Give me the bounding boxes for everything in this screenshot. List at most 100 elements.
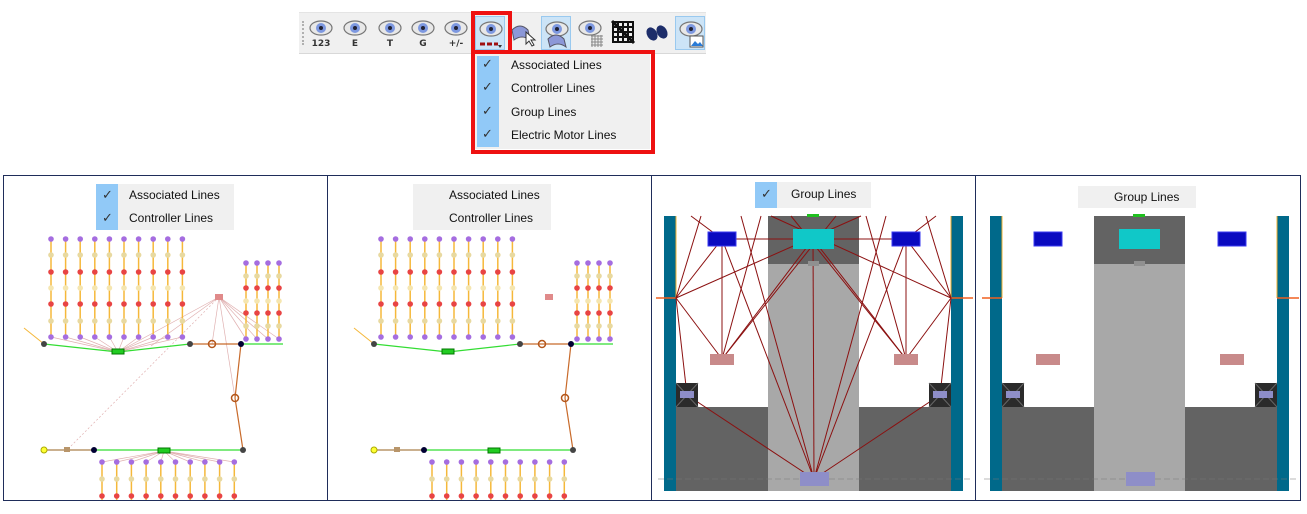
panel-group-lines-off: Group Lines — [975, 175, 1301, 501]
device-node — [465, 318, 472, 324]
device-node — [135, 301, 142, 307]
show-t-button[interactable]: T — [375, 16, 405, 50]
show-e-button[interactable]: E — [340, 16, 370, 50]
check-icon: ✓ — [482, 103, 493, 118]
device-node — [407, 252, 414, 258]
associated-line — [218, 296, 280, 340]
show-surface-button[interactable] — [541, 16, 571, 50]
device-node — [443, 493, 450, 499]
device-node — [135, 236, 142, 242]
controller-box — [894, 354, 918, 365]
device-node — [517, 493, 523, 499]
device-node — [495, 334, 501, 340]
device-node — [92, 236, 98, 242]
breaker-icon — [560, 393, 570, 403]
show-g-button[interactable]: G — [408, 16, 438, 50]
button-subscript: T — [387, 39, 394, 49]
menu-item-group-lines[interactable]: ✓Group Lines — [482, 103, 577, 119]
device-node — [172, 493, 179, 499]
device-node — [77, 269, 83, 275]
group-line — [813, 215, 887, 480]
device-node — [77, 334, 83, 340]
device-node — [165, 252, 171, 258]
wall-right — [951, 216, 963, 491]
marker — [808, 261, 819, 266]
device-node — [265, 298, 271, 304]
menu-item-electric-motor-lines[interactable]: ✓Electric Motor Lines — [482, 126, 617, 142]
device-node — [128, 459, 135, 465]
device-node — [465, 285, 472, 291]
device-node — [509, 252, 516, 258]
device-node — [407, 334, 414, 340]
device-node — [179, 269, 186, 275]
eye-icon — [444, 20, 468, 36]
device-node — [509, 318, 516, 324]
device-node — [62, 252, 69, 258]
device-node — [574, 285, 580, 291]
button-subscript: +/- — [449, 39, 464, 49]
device-node — [179, 301, 186, 307]
transformer-icon — [487, 447, 501, 454]
show-plus-minus-button[interactable]: +/- — [441, 16, 471, 50]
group-line — [925, 215, 952, 299]
show-numbers-button[interactable]: 123 — [306, 16, 336, 50]
feeder-line — [353, 327, 375, 345]
device-node — [546, 459, 553, 465]
show-grid-button[interactable] — [575, 16, 605, 50]
device-node — [150, 236, 156, 242]
device-node — [165, 334, 171, 340]
find-binoculars-button[interactable] — [642, 16, 672, 50]
panel-associated-controller-on: ✓Associated Lines ✓Controller Lines — [3, 175, 328, 501]
group-line — [721, 215, 762, 360]
device-node — [585, 336, 591, 342]
group-line — [740, 215, 815, 480]
device-node — [254, 273, 260, 279]
device-node — [77, 318, 83, 324]
eye-icon — [479, 21, 503, 37]
floor-plan-diagram — [982, 214, 1299, 491]
transformer-icon — [441, 348, 455, 355]
device-node — [407, 285, 414, 291]
breaker-icon — [537, 339, 547, 349]
device-node — [495, 285, 501, 291]
device-box — [800, 472, 829, 486]
device-node — [48, 252, 54, 258]
device-node — [574, 323, 580, 329]
surface-icon — [547, 34, 567, 49]
eye-pupil — [421, 26, 425, 30]
menu-item-associated-lines[interactable]: ✓Associated Lines — [482, 56, 602, 72]
legend: ✓Associated Lines ✓Controller Lines — [96, 184, 234, 230]
toolbar-grip[interactable] — [302, 21, 306, 45]
feeder-line — [23, 327, 45, 345]
check-column — [755, 182, 777, 208]
breaker-icon — [207, 339, 217, 349]
device-node — [596, 285, 602, 291]
select-surface-button[interactable] — [508, 16, 538, 50]
device-node — [517, 459, 523, 465]
show-image-button[interactable] — [675, 16, 705, 50]
device-node — [150, 285, 156, 291]
transformer-icon — [111, 348, 125, 355]
device-node — [92, 318, 98, 324]
associated-line — [50, 336, 119, 353]
device-node — [607, 310, 613, 316]
device-node — [596, 323, 602, 329]
associated-line — [116, 450, 165, 463]
menu-item-controller-lines[interactable]: ✓Controller Lines — [482, 79, 596, 95]
device-node — [202, 493, 208, 499]
device-node — [99, 493, 105, 499]
device-node — [407, 318, 414, 324]
group-line — [813, 394, 941, 480]
device-node — [407, 269, 414, 275]
device-node — [48, 285, 54, 291]
device-node — [62, 301, 69, 307]
device-node — [92, 269, 98, 275]
associated-line — [163, 450, 235, 463]
device-node — [128, 476, 135, 482]
device-node — [495, 301, 501, 307]
device-node — [451, 334, 457, 340]
show-lines-dropdown-button[interactable] — [475, 16, 505, 50]
device-node — [392, 301, 399, 307]
device-node — [62, 334, 69, 340]
hide-grid-button[interactable] — [608, 16, 638, 50]
